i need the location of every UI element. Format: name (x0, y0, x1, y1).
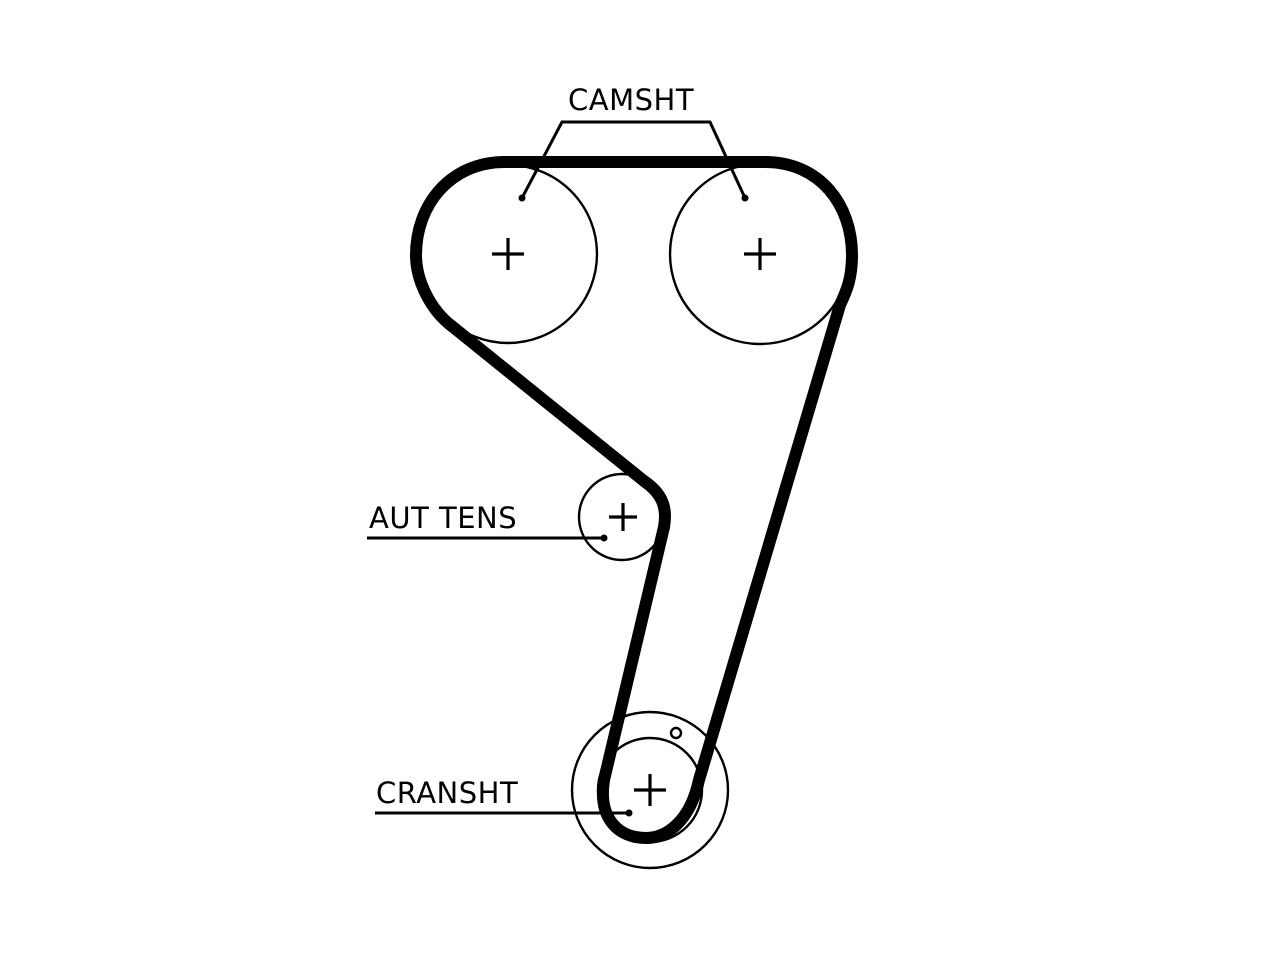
timing-mark (669, 726, 683, 740)
crosshair-icon (492, 238, 524, 270)
timing-belt (410, 156, 858, 844)
crosshair-icon (634, 774, 666, 806)
camshaft-callout: CAMSHT (518, 83, 749, 202)
crankshaft-label: CRANSHT (376, 776, 518, 810)
crankshaft-callout: CRANSHT (375, 776, 633, 817)
crosshair-icon (609, 503, 637, 531)
crosshair-icon (744, 238, 776, 270)
tensioner-label: AUT TENS (369, 501, 517, 535)
camshaft-label: CAMSHT (568, 83, 694, 117)
crankshaft-pulley (570, 710, 730, 870)
tensioner-callout: AUT TENS (367, 501, 608, 542)
